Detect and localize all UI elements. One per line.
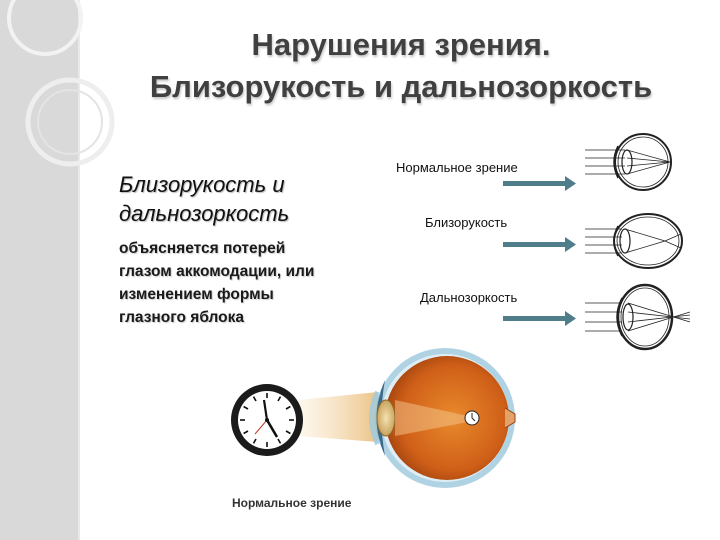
hyperopia-eye-icon	[585, 283, 691, 351]
normal-eye-icon	[585, 133, 672, 191]
body-heading-line-2: дальнозоркость	[119, 201, 290, 226]
bottom-caption: Нормальное зрение	[232, 496, 352, 510]
eyeball-icon	[369, 348, 516, 488]
body-heading-line-1: Близорукость и	[119, 172, 285, 197]
body-heading: Близорукость и дальнозоркость	[119, 170, 289, 228]
body-text: объясняется потерей глазом аккомодации, …	[119, 237, 314, 329]
light-beam	[298, 392, 378, 442]
label-hyperopia: Дальнозоркость	[420, 290, 518, 305]
arrow-right-icon	[503, 176, 576, 191]
arrow-right-icon	[503, 311, 576, 326]
title-line-2: Близорукость и дальнозоркость	[149, 69, 653, 104]
body-line-3: изменением формы	[119, 286, 274, 303]
body-line-4: глазного яблока	[119, 309, 245, 326]
decorative-rings-icon	[7, 0, 115, 167]
clock-icon	[231, 384, 303, 456]
label-myopia: Близорукость	[425, 215, 508, 230]
arrow-right-icon	[503, 237, 576, 252]
myopia-eye-icon	[585, 213, 683, 269]
slide-title: Нарушения зрения. Близорукость и дальноз…	[96, 24, 706, 108]
body-line-1: объясняется потерей	[119, 240, 286, 257]
label-normal-vision: Нормальное зрение	[396, 160, 518, 175]
title-line-1: Нарушения зрения.	[251, 27, 551, 62]
body-line-2: глазом аккомодации, или	[119, 263, 315, 280]
